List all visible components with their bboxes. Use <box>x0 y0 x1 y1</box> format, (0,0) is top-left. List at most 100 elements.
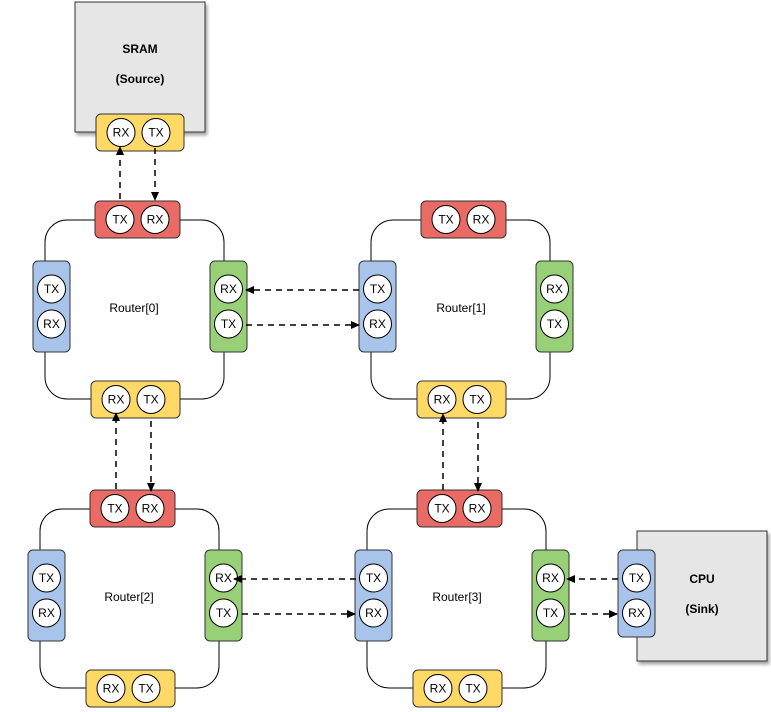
router-1-west-ports: TX RX <box>358 260 397 353</box>
router-3-west-ports-rx-port-circle <box>359 598 388 628</box>
router-1: Router[1] TX RX RX TX TX RX RX TX <box>358 200 574 419</box>
router-3: Router[3] TX RX RX TX TX RX RX TX <box>354 489 570 708</box>
router-0-west-ports-rx-port-label: RX <box>43 317 60 331</box>
router-1-north-ports-rx-port-label: RX <box>473 213 490 227</box>
router-3-south-ports-rx-port-label: RX <box>430 682 447 696</box>
router-2-north-ports-rx-port-circle <box>135 494 165 523</box>
router-3-north-ports-tx-port-label: TX <box>434 502 449 516</box>
router-3-north-ports-rx-port-label: RX <box>469 502 486 516</box>
router-2-south-ports-rx-port-circle <box>96 674 126 703</box>
router-1-north-ports-rx-port-circle <box>466 205 496 234</box>
sram-title: SRAM <box>122 42 157 56</box>
router-0-north-ports: TX RX <box>94 200 181 239</box>
router-3-south-ports-tx-port-label: TX <box>465 682 480 696</box>
router-1-south-ports-rx-port-label: RX <box>434 393 451 407</box>
router-3-north-ports-tx-port-circle <box>427 494 457 523</box>
router-3-west-ports-tx-port-label: TX <box>366 571 381 585</box>
router-0-east-ports-tx-port-circle <box>214 309 243 339</box>
router-3-label: Router[3] <box>432 590 481 604</box>
router-2-south-ports-rx-port-label: RX <box>103 682 120 696</box>
router-1-west-ports-tx-port-circle <box>363 274 392 304</box>
router-3-east-ports-rx-port-label: RX <box>542 571 559 585</box>
router-0-label: Router[0] <box>109 301 158 315</box>
router-1-north-ports-tx-port-circle <box>431 205 461 234</box>
router-0-east-ports-rx-port-label: RX <box>220 282 237 296</box>
router-0-east-ports: RX TX <box>209 260 248 353</box>
router-0-south-ports-tx-port-circle <box>136 385 166 414</box>
router-2-west-ports-rx-port-label: RX <box>38 606 55 620</box>
router-3-west-ports-rx-port-label: RX <box>365 606 382 620</box>
router-0-north-ports-rx-port-circle <box>140 205 170 234</box>
router-1-east-ports-rx-port-circle <box>540 274 569 304</box>
router-3-east-ports: RX TX <box>531 549 570 642</box>
router-3-west-ports-tx-port-circle <box>359 563 388 593</box>
router-3-east-ports-rx-port-circle <box>536 563 565 593</box>
router-0-south-ports-rx-port-label: RX <box>108 393 125 407</box>
router-1-north-ports-tx-port-label: TX <box>438 213 453 227</box>
router-0: Router[0] TX RX RX TX TX RX RX TX <box>32 200 248 419</box>
router-3-east-ports-tx-port-circle <box>536 598 565 628</box>
router-3-north-ports: TX RX <box>416 489 503 528</box>
router-0-east-ports-rx-port-circle <box>214 274 243 304</box>
router-2-north-ports-tx-port-circle <box>100 494 130 523</box>
sram-ports-rx-port-label: RX <box>113 126 130 140</box>
sram-block: SRAM (Source) <box>74 1 206 133</box>
cpu-ports-tx-port-circle <box>622 563 651 593</box>
router-1-east-ports-tx-port-label: TX <box>547 317 562 331</box>
router-2-north-ports: TX RX <box>89 489 176 528</box>
router-0-west-ports: TX RX <box>32 260 71 353</box>
router-0-east-ports-tx-port-label: TX <box>221 317 236 331</box>
router-1-north-ports: TX RX <box>420 200 507 239</box>
router-2-south-ports-tx-port-label: TX <box>138 682 153 696</box>
router-2-south-ports-tx-port-circle <box>131 674 161 703</box>
router-1-south-ports-tx-port-label: TX <box>469 393 484 407</box>
router-2-west-ports-rx-port-circle <box>32 598 61 628</box>
sram-ports-tx-port-label: TX <box>148 126 163 140</box>
router-3-south-ports-tx-port-circle <box>458 674 488 703</box>
router-0-south-ports-tx-port-label: TX <box>143 393 158 407</box>
cpu-ports-rx-port-label: RX <box>628 606 645 620</box>
router-0-west-ports-tx-port-label: TX <box>44 282 59 296</box>
cpu-block: CPU (Sink) <box>636 530 768 662</box>
router-3-south-ports-rx-port-circle <box>423 674 453 703</box>
router-2-south-ports: RX TX <box>85 669 176 708</box>
router-2-east-ports-rx-port-label: RX <box>215 571 232 585</box>
cpu-ports-rx-port-circle <box>622 598 651 628</box>
router-3-north-ports-rx-port-circle <box>462 494 492 523</box>
router-1-east-ports: RX TX <box>535 260 574 353</box>
router-1-west-ports-rx-port-label: RX <box>369 317 386 331</box>
cpu-title: CPU <box>689 572 714 586</box>
sram-ports-tx-port-circle <box>141 118 171 147</box>
router-2-west-ports-tx-port-label: TX <box>39 571 54 585</box>
router-0-north-ports-tx-port-label: TX <box>112 213 127 227</box>
router-3-east-ports-tx-port-label: TX <box>543 606 558 620</box>
router-2-east-ports-tx-port-circle <box>209 598 238 628</box>
router-1-east-ports-tx-port-circle <box>540 309 569 339</box>
router-0-west-ports-tx-port-circle <box>37 274 66 304</box>
router-1-west-ports-tx-port-label: TX <box>370 282 385 296</box>
router-0-north-ports-rx-port-label: RX <box>147 213 164 227</box>
router-1-east-ports-rx-port-label: RX <box>546 282 563 296</box>
sram-subtitle: (Source) <box>116 72 165 86</box>
router-3-west-ports: TX RX <box>354 549 393 642</box>
router-0-north-ports-tx-port-circle <box>105 205 135 234</box>
router-2-west-ports: TX RX <box>27 549 66 642</box>
router-1-south-ports: RX TX <box>416 380 507 419</box>
router-2-west-ports-tx-port-circle <box>32 563 61 593</box>
router-2-north-ports-tx-port-label: TX <box>107 502 122 516</box>
cpu-ports: TX RX <box>617 549 656 638</box>
router-2-label: Router[2] <box>104 590 153 604</box>
router-0-south-ports: RX TX <box>90 380 181 419</box>
cpu-ports-tx-port-label: TX <box>629 571 644 585</box>
router-2-north-ports-rx-port-label: RX <box>142 502 159 516</box>
router-1-west-ports-rx-port-circle <box>363 309 392 339</box>
router-1-south-ports-tx-port-circle <box>462 385 492 414</box>
sram-ports: RX TX <box>95 113 185 152</box>
router-3-south-ports: RX TX <box>412 669 503 708</box>
router-1-label: Router[1] <box>436 301 485 315</box>
cpu-subtitle: (Sink) <box>685 602 718 616</box>
router-0-west-ports-rx-port-circle <box>37 309 66 339</box>
